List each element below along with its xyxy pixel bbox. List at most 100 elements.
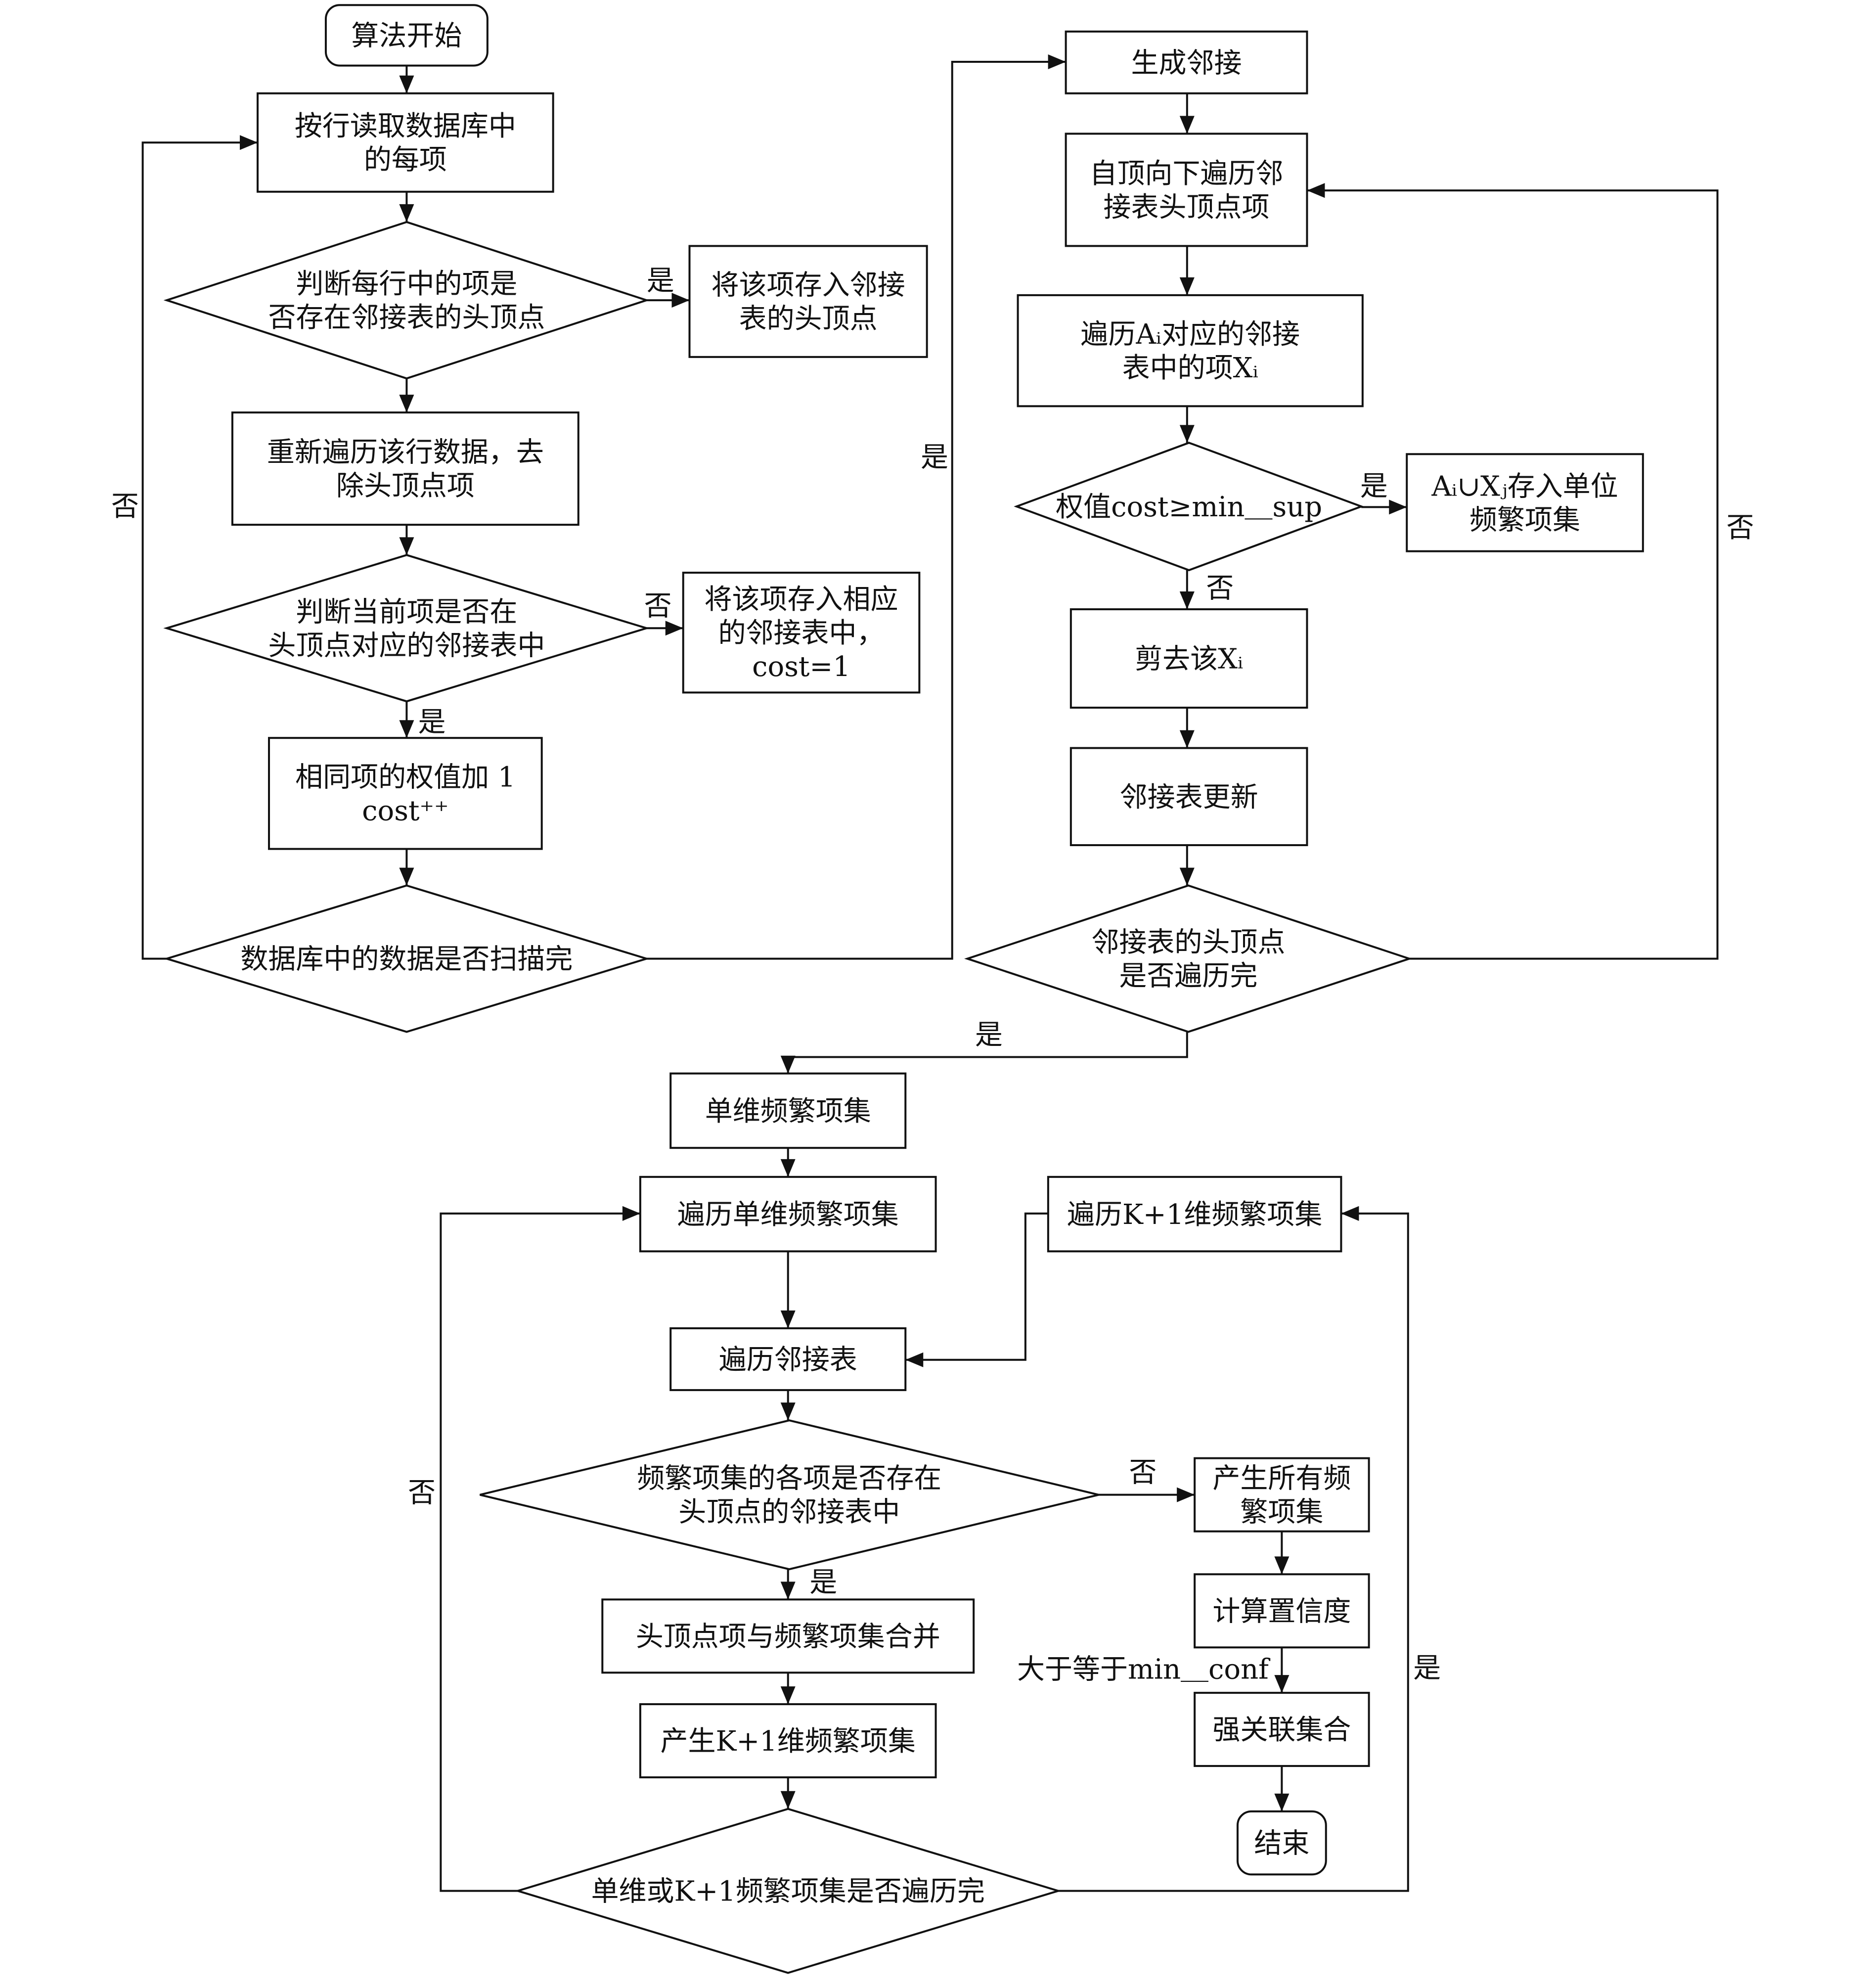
flow-arrow [1307,183,1719,960]
edge-label-yes-loop-k1: 是 [1413,1652,1441,1684]
node-text: 权值cost≥min＿sup [1056,491,1322,523]
node-text: 头顶点的邻接表中 [678,1496,900,1529]
node-calc-conf: 计算置信度 [1194,1573,1370,1649]
node-text: 相同项的权值加 1 [295,761,515,793]
node-text: 接表头顶点项 [1104,191,1270,224]
terminal-shape [1236,1810,1327,1876]
node-text: 遍历Aᵢ对应的邻接 [1080,318,1300,351]
process-shape [601,1598,975,1674]
process-shape [1017,294,1364,407]
node-text: 将该项存入邻接 [712,270,905,302]
process-shape [682,572,921,694]
node-text: 除头顶点项 [336,470,475,502]
node-merge: 头顶点项与频繁项集合并 [601,1598,975,1674]
node-text: cost=1 [752,651,850,683]
node-text: 产生K+1维频繁项集 [661,1725,916,1758]
node-text: 遍历K+1维频繁项集 [1067,1199,1322,1231]
node-text: 频繁项集 [1469,504,1580,536]
node-text: 判断每行中的项是 [296,268,517,300]
node-text: 自顶向下遍历邻 [1090,158,1284,190]
node-gen-k1: 产生K+1维频繁项集 [639,1703,937,1779]
process-shape [1194,1692,1370,1767]
node-text: 判断当前项是否在 [296,596,517,628]
edge-label-yes-store-unit: 是 [1360,470,1388,502]
node-text: cost⁺⁺ [362,795,448,827]
node-text: 的邻接表中， [718,617,885,649]
node-text: 单维或K+1频繁项集是否遍历完 [591,1876,985,1908]
node-traverse-single: 遍历单维频繁项集 [639,1175,937,1253]
node-text: 否存在邻接表的头顶点 [268,302,545,334]
process-shape [1065,30,1308,94]
node-text: 的每项 [364,144,447,176]
node-traverse-k1: 遍历K+1维频繁项集 [1047,1175,1342,1253]
process-shape [257,92,554,193]
flow-edges [141,54,1719,1892]
edge-label-yes-to-gen-adj: 是 [921,441,948,473]
node-text: 剪去该Xᵢ [1135,643,1243,675]
node-scan-done: 数据库中的数据是否扫描完 [163,884,650,1033]
node-final-done: 单维或K+1频繁项集是否遍历完 [514,1807,1062,1974]
node-start: 算法开始 [324,4,489,67]
process-shape [669,1072,907,1149]
node-prune: 剪去该Xᵢ [1069,608,1308,709]
node-weight-cmp: 权值cost≥min＿sup [1014,442,1365,572]
edge-label-yes-store-head: 是 [647,265,674,297]
node-text: 按行读取数据库中 [295,110,516,142]
node-text: 表中的项Xᵢ [1122,352,1258,384]
edge-label-min-conf: 大于等于min＿conf [1017,1654,1271,1686]
node-text: 数据库中的数据是否扫描完 [240,944,573,976]
node-text: 是否遍历完 [1119,960,1257,993]
node-text: 频繁项集的各项是否存在 [637,1463,941,1495]
node-text: 生成邻接 [1131,47,1242,79]
edge-label-no-prune: 否 [1206,573,1234,605]
edge-label-no-store-adj: 否 [644,590,672,622]
flow-arrow [1058,1206,1409,1892]
node-text: 头顶点对应的邻接表中 [268,630,545,662]
process-shape [1194,1573,1370,1649]
process-shape [1194,1457,1370,1533]
node-text: 强关联集合 [1212,1714,1351,1746]
flow-arrow [646,54,1066,960]
node-end: 结束 [1236,1810,1327,1876]
decision-shape [514,1807,1062,1974]
edge-label-no-loop-topdown: 否 [1726,512,1754,544]
flow-arrow [141,135,258,960]
decision-shape [480,1419,1099,1571]
flow-arrow [905,1212,1048,1367]
process-shape [1047,1175,1342,1253]
node-text: 将该项存入相应 [705,584,898,616]
node-text: 算法开始 [351,20,462,52]
decision-shape [163,554,650,703]
node-text: 邻接表的头顶点 [1091,927,1285,959]
node-text: 邻接表更新 [1120,781,1258,813]
node-text: 单维频繁项集 [705,1095,871,1128]
flow-arrow [780,1032,1188,1074]
process-shape [231,411,579,526]
process-shape [688,245,928,358]
decision-shape [163,221,650,380]
process-shape [1069,747,1308,847]
flow-arrow [440,1206,640,1892]
process-shape [639,1175,937,1253]
edge-label-yes-merge: 是 [809,1567,837,1599]
node-text: Aᵢ∪Xⱼ存入单位 [1431,470,1618,502]
decision-shape [163,884,650,1033]
edge-label-no-gen-all: 否 [1129,1457,1157,1489]
edge-label-no-loop-read: 否 [111,491,139,523]
node-single-freq: 单维频繁项集 [669,1072,907,1149]
node-text: 遍历邻接表 [719,1344,857,1376]
